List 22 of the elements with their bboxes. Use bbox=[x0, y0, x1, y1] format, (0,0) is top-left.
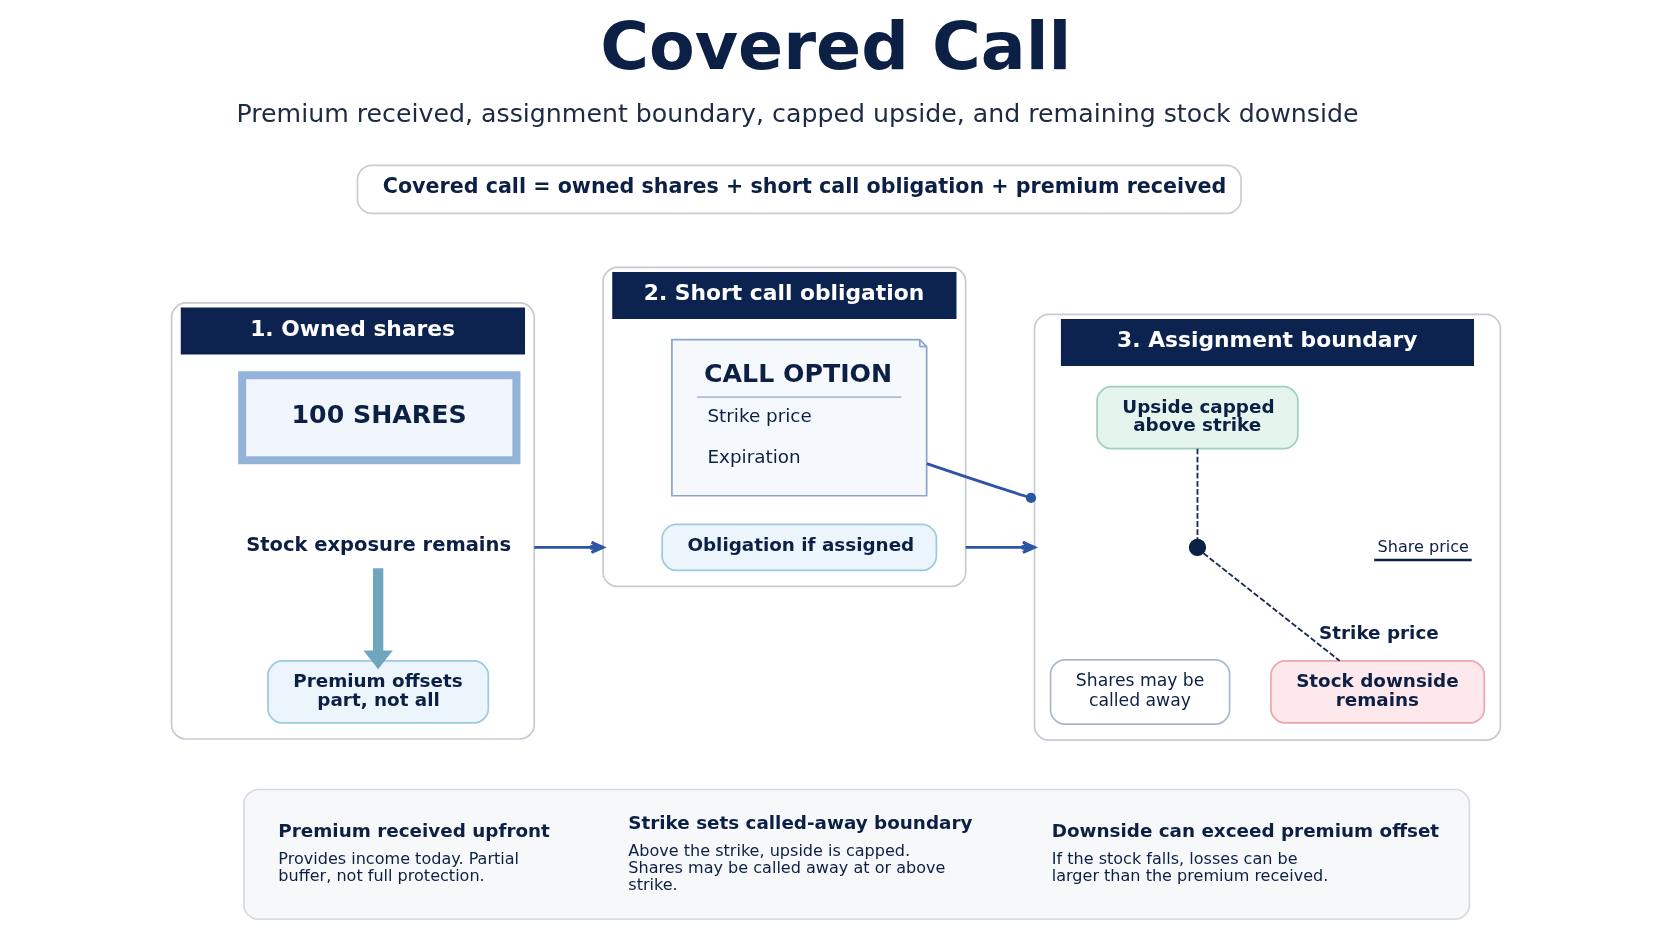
node-box: Covered call = owned shares + short call obligation + premium received bbox=[356, 164, 1242, 215]
node-text: Premium received upfront Provides income today. Partial buffer, not full protection. bbox=[278, 819, 550, 885]
arrow bbox=[534, 540, 605, 554]
node-text: Stock exposure remains bbox=[246, 532, 512, 556]
edge-label: Strike price bbox=[1319, 621, 1439, 643]
label: Share price bbox=[1377, 537, 1469, 557]
node-box: Stock downside remains bbox=[1270, 660, 1486, 724]
node-box: Upside capped above strike bbox=[1096, 385, 1299, 450]
label: Premium received, assignment boundary, capped upside, and remaining stock downside bbox=[236, 99, 1359, 129]
connector bbox=[926, 462, 1037, 503]
arrow bbox=[363, 568, 393, 670]
node-text: Strike sets called-away boundary Above the strike, upside is capped. Shares may be called away at or above strike. bbox=[628, 811, 973, 895]
arrow bbox=[965, 540, 1036, 554]
connector bbox=[1196, 447, 1199, 540]
connector bbox=[1202, 552, 1341, 662]
node-box: 100 SHARES bbox=[238, 371, 521, 465]
node-text: Downside can exceed premium offset If the stock falls, losses can be larger than the premium received. bbox=[1051, 819, 1440, 885]
node-box: Premium offsets part, not all bbox=[267, 660, 490, 724]
diagram-title: Covered Call bbox=[600, 7, 1072, 86]
node-circle bbox=[1188, 538, 1207, 556]
node-box: Shares may be called away bbox=[1049, 659, 1231, 725]
node-box: Obligation if assigned bbox=[661, 523, 938, 572]
